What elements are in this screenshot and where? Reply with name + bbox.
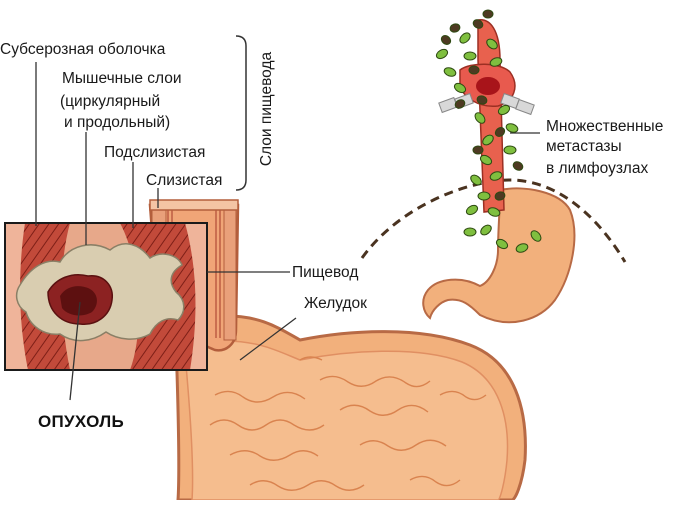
lymph-nodes: [435, 9, 542, 253]
leader-lines: [35, 62, 540, 401]
label-layers-title: Слои пищевода: [258, 51, 275, 167]
label-mucosa: Слизистая: [146, 172, 223, 189]
label-metastases-line3: в лимфоузлах: [546, 160, 649, 177]
layers-title-container: Слои пищевода: [252, 34, 282, 184]
layers-bracket: [235, 35, 247, 191]
label-stomach: Желудок: [304, 295, 367, 312]
label-tumor: ОПУХОЛЬ: [38, 412, 124, 431]
stomach: [174, 314, 527, 502]
label-subserosa: Субсерозная оболочка: [0, 41, 166, 58]
label-muscle-line1: Мышечные слои: [62, 70, 182, 87]
tumor-inset: [4, 222, 208, 371]
label-metastases-line1: Множественные: [546, 118, 664, 135]
label-metastases-line2: метастазы: [546, 138, 622, 155]
stomach-folds: [209, 356, 487, 491]
label-muscle-line2: (циркулярный: [60, 93, 161, 110]
label-submucosa: Подслизистая: [104, 144, 206, 161]
dashed-arc: [360, 178, 627, 263]
label-esophagus: Пищевод: [292, 264, 359, 281]
label-muscle-line3: и продольный): [64, 114, 171, 131]
